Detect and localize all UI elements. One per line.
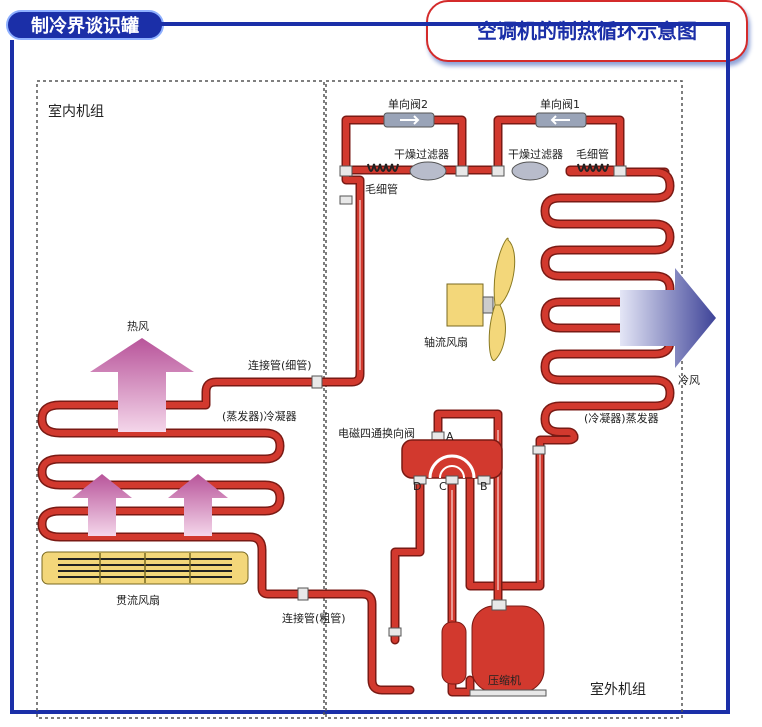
dryer-filter-left: [409, 161, 447, 181]
dryer-filter-left-label: 干燥过滤器: [394, 148, 449, 161]
check-valve-1: [535, 112, 587, 128]
port-b-label: B: [480, 480, 488, 493]
capillary-left-label: 毛细管: [365, 182, 398, 196]
hot-air-label: 热风: [127, 320, 149, 333]
outer-frame: [10, 22, 730, 714]
cold-air-arrow: [620, 268, 716, 368]
indoor-unit-box: [36, 80, 325, 719]
outdoor-unit-box: [325, 80, 683, 719]
indoor-coil-label: (蒸发器)冷凝器: [222, 409, 297, 423]
check-valve-2-label: 单向阀2: [388, 97, 428, 111]
check-valve-1-label: 单向阀1: [540, 97, 580, 111]
port-a-label: A: [446, 430, 454, 443]
cross-fan-label: 贯流风扇: [116, 593, 160, 607]
brand-badge: 制冷界谈识罐: [6, 10, 164, 40]
four-way-valve: [401, 439, 503, 485]
connect-thin-label: 连接管(细管): [248, 358, 312, 372]
capillary-right: [577, 163, 609, 172]
outdoor-coil-label: (冷凝器)蒸发器: [584, 411, 659, 425]
cold-air-label: 冷风: [678, 374, 700, 387]
dryer-filter-right: [511, 161, 549, 181]
axial-fan: [446, 237, 516, 361]
outdoor-unit-label: 室外机组: [590, 681, 646, 698]
check-valve-2: [383, 112, 435, 128]
compressor-label: 压缩机: [488, 673, 521, 687]
four-way-valve-label: 电磁四通换向阀: [338, 426, 415, 440]
hot-air-arrows: [72, 338, 228, 536]
capillary-left: [367, 163, 399, 172]
port-d-label: D: [413, 480, 421, 493]
indoor-unit-label: 室内机组: [48, 103, 104, 120]
compressor: [469, 599, 547, 697]
cross-flow-fan: [41, 551, 249, 585]
dryer-filter-right-label: 干燥过滤器: [508, 148, 563, 161]
capillary-right-label: 毛细管: [576, 147, 609, 161]
axial-fan-label: 轴流风扇: [424, 335, 468, 349]
accumulator: [441, 621, 467, 685]
connect-thick-label: 连接管(粗管): [282, 611, 346, 625]
port-c-label: C: [439, 480, 447, 493]
